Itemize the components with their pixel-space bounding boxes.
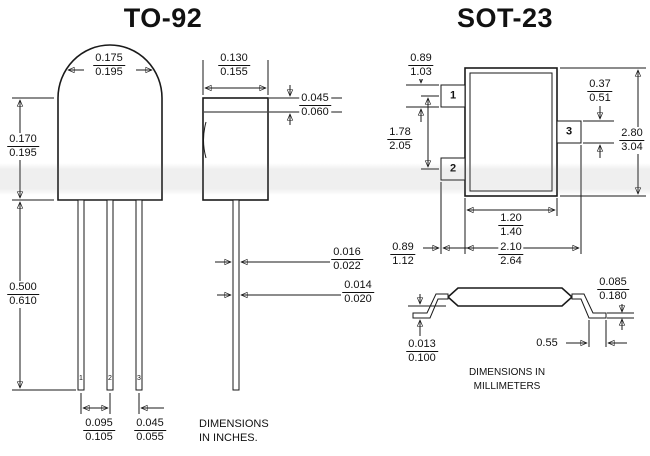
- to92-lead-1: [77, 199, 85, 391]
- sot23-top-view: [440, 67, 582, 197]
- to92-side-lead: [232, 199, 240, 391]
- to92-units-note-line1: DIMENSIONS: [199, 418, 269, 430]
- to92-front-view: [57, 44, 163, 391]
- to92-pin-label-3: 3: [137, 375, 141, 383]
- to92-title: TO-92: [123, 3, 203, 33]
- to92-lead-2: [106, 199, 114, 391]
- sot23-pad-2: [440, 157, 466, 181]
- sot23-pin-label-3: 3: [565, 125, 573, 138]
- sot23-pad-3: [556, 120, 582, 144]
- sot23-title: SOT-23: [456, 3, 554, 33]
- to92-body-outline: [57, 44, 163, 201]
- sot23-units-note-line2: MILLIMETERS: [473, 381, 541, 392]
- sot23-pin-label-2: 2: [449, 162, 457, 175]
- to92-side-view: [202, 97, 269, 391]
- to92-lead-3: [135, 199, 143, 391]
- dim-sot23-foot-len: 0.55: [536, 337, 558, 350]
- sot23-profile-view: [412, 287, 607, 319]
- to92-pin-label-1: 1: [79, 375, 83, 383]
- sot23-pad-1: [440, 84, 466, 108]
- sot23-pin-label-1: 1: [449, 89, 457, 102]
- to92-pin-label-2: 2: [108, 375, 112, 383]
- sot23-units-note: DIMENSIONS IN MILLIMETERS: [469, 366, 545, 394]
- to92-side-notch: [203, 121, 207, 159]
- sot23-units-note-line1: DIMENSIONS IN: [468, 367, 546, 378]
- to92-units-note: DIMENSIONS IN INCHES.: [199, 417, 269, 445]
- sot23-profile-lead-right: [571, 293, 607, 319]
- sot23-profile-body: [446, 287, 574, 307]
- to92-side-body: [202, 97, 269, 201]
- to92-units-note-line2: IN INCHES.: [199, 432, 258, 444]
- sot23-profile-dimension-linework: [408, 294, 634, 347]
- sot23-body-outer: [464, 67, 558, 197]
- sot23-body-inner: [469, 72, 553, 192]
